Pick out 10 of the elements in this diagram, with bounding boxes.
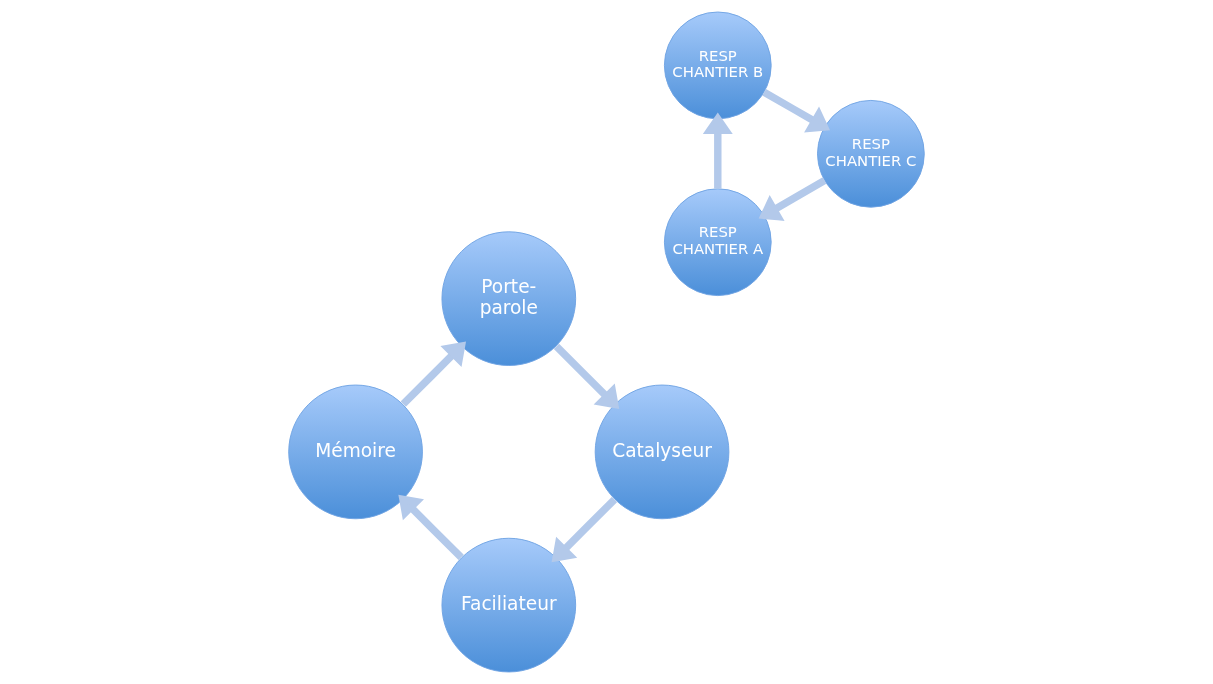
node-circle: RESP CHANTIER B: [663, 11, 772, 120]
node-circle: RESP CHANTIER A: [663, 188, 772, 297]
arrow: [553, 343, 620, 410]
arrow: [758, 177, 827, 221]
arrow: [702, 112, 733, 189]
arrow: [398, 494, 464, 561]
arrow: [400, 341, 467, 407]
node-circle: RESP CHANTIER C: [817, 99, 925, 208]
arrow: [762, 88, 831, 133]
arrow: [551, 496, 618, 563]
